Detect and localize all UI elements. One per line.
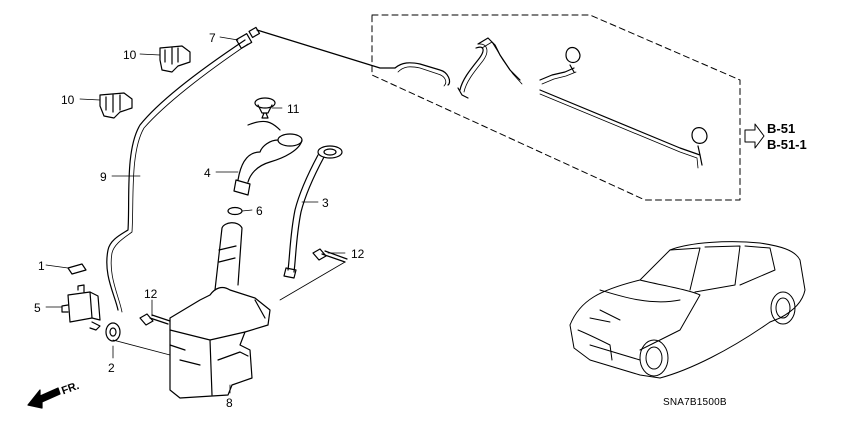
hood-hoses — [394, 37, 703, 169]
pump-5 — [61, 284, 101, 331]
hood-outline — [371, 14, 741, 201]
bolt-12-left — [139, 313, 171, 326]
callout-6: 6 — [256, 204, 263, 218]
callout-10-upper: 10 — [123, 48, 137, 62]
front-arrow — [27, 387, 61, 409]
callout-2: 2 — [108, 361, 115, 375]
washer-hose-long — [256, 29, 396, 69]
car-illustration — [569, 241, 806, 379]
callout-11: 11 — [287, 102, 300, 116]
reference-arrow — [744, 123, 765, 149]
reference-b51-1[interactable]: B-51-1 — [767, 137, 807, 152]
nozzle-right — [691, 127, 708, 156]
callout-1: 1 — [38, 259, 45, 273]
reservoir-8 — [169, 222, 271, 399]
callout-4: 4 — [204, 166, 211, 180]
diagram-code: SNA7B1500B — [663, 397, 727, 408]
callout-12-left: 12 — [144, 287, 158, 301]
callout-7: 7 — [209, 31, 216, 45]
clip-10-upper — [159, 45, 191, 73]
dipstick-3 — [283, 145, 343, 279]
filler-neck-4 — [233, 120, 303, 196]
callout-8: 8 — [226, 396, 233, 410]
callout-5: 5 — [34, 301, 41, 315]
cap-11 — [254, 97, 276, 119]
reference-b51[interactable]: B-51 — [767, 121, 796, 136]
callout-9: 9 — [100, 170, 107, 184]
o-ring-6 — [227, 206, 243, 216]
grommet-2 — [105, 322, 121, 342]
clip-10-lower — [99, 92, 133, 119]
washer-hose-main — [106, 39, 246, 311]
bolt-12-right — [312, 248, 348, 263]
leader-lines — [45, 36, 346, 394]
callout-3: 3 — [322, 196, 329, 210]
part-1 — [67, 263, 87, 275]
callout-12-right: 12 — [351, 247, 365, 261]
joint-7 — [235, 26, 261, 49]
callout-10-lower: 10 — [61, 93, 75, 107]
nozzle-left — [565, 46, 581, 73]
